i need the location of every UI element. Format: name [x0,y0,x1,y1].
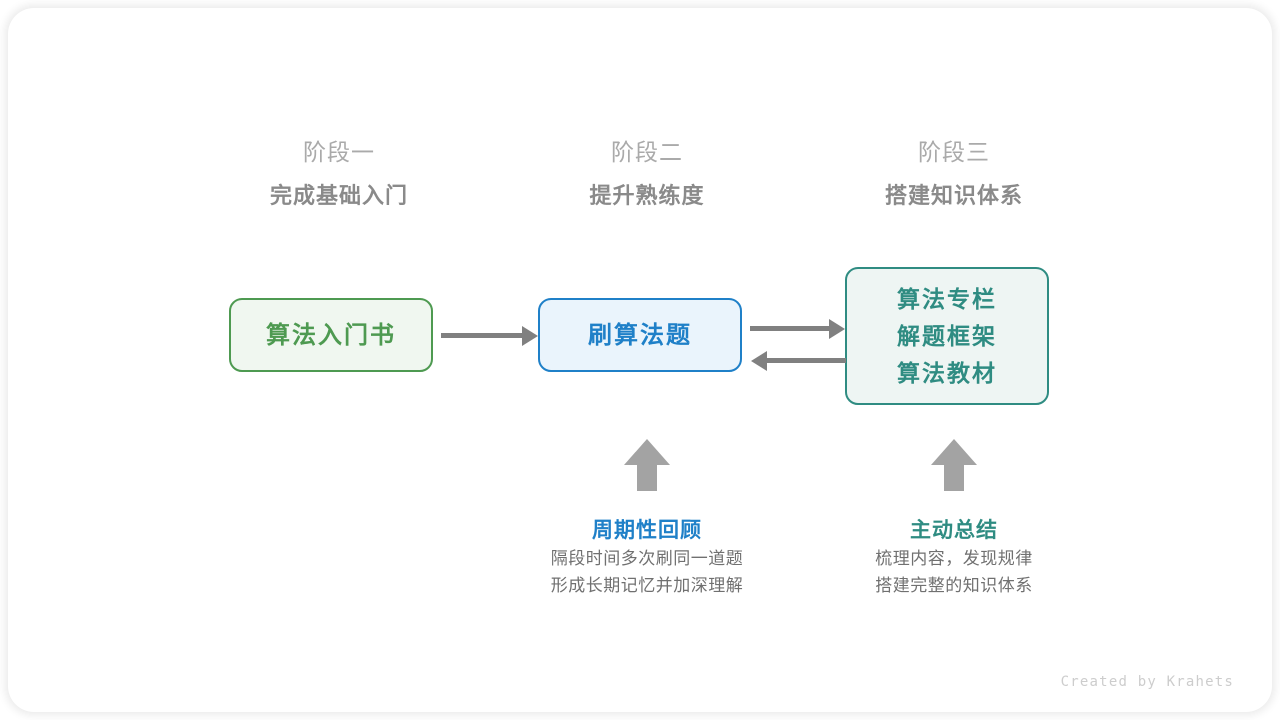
stage-title: 完成基础入门 [269,183,408,208]
stage-title: 搭建知识体系 [884,183,1023,208]
note-line: 形成长期记忆并加深理解 [550,576,744,595]
diagram-canvas: 阶段一 完成基础入门 阶段二 提升熟练度 阶段三 搭建知识体系 算法入门书 刷算… [8,8,1272,712]
note-periodic-review: 周期性回顾 隔段时间多次刷同一道题 形成长期记忆并加深理解 [487,517,807,599]
stage-number: 阶段二 [611,139,683,165]
note-title: 主动总结 [910,519,998,542]
node-algorithm-intro-book[interactable]: 算法入门书 [229,298,433,372]
arrow-up-review [624,439,670,491]
node-line: 解题框架 [897,322,997,349]
stage-header-1: 阶段一 完成基础入门 [189,137,489,212]
node-practice-problems[interactable]: 刷算法题 [538,298,742,372]
stage-number: 阶段一 [303,139,375,165]
note-title: 周期性回顾 [592,519,702,542]
arrow-knowledge-to-practice [766,358,846,363]
note-body: 梳理内容，发现规律 搭建完整的知识体系 [794,545,1114,599]
node-line: 算法专栏 [897,285,997,312]
note-active-summary: 主动总结 梳理内容，发现规律 搭建完整的知识体系 [794,517,1114,599]
note-line: 搭建完整的知识体系 [875,576,1033,595]
node-line: 算法教材 [897,359,997,386]
node-line: 算法入门书 [266,321,396,349]
stage-number: 阶段三 [918,139,990,165]
arrow-book-to-practice [441,333,523,338]
note-line: 梳理内容，发现规律 [875,549,1033,568]
arrow-practice-to-knowledge [750,326,830,331]
arrow-up-summary [931,439,977,491]
stage-title: 提升熟练度 [589,183,705,208]
arrow-shaft [637,463,657,491]
node-line: 刷算法题 [588,321,692,349]
note-body: 隔段时间多次刷同一道题 形成长期记忆并加深理解 [487,545,807,599]
note-line: 隔段时间多次刷同一道题 [550,549,744,568]
arrow-head [624,439,670,465]
node-knowledge-resources[interactable]: 算法专栏 解题框架 算法教材 [845,267,1049,405]
arrow-head [931,439,977,465]
stage-header-2: 阶段二 提升熟练度 [497,137,797,212]
stage-header-3: 阶段三 搭建知识体系 [804,137,1104,212]
credit-text: Created by Krahets [1060,674,1234,690]
arrow-shaft [944,463,964,491]
